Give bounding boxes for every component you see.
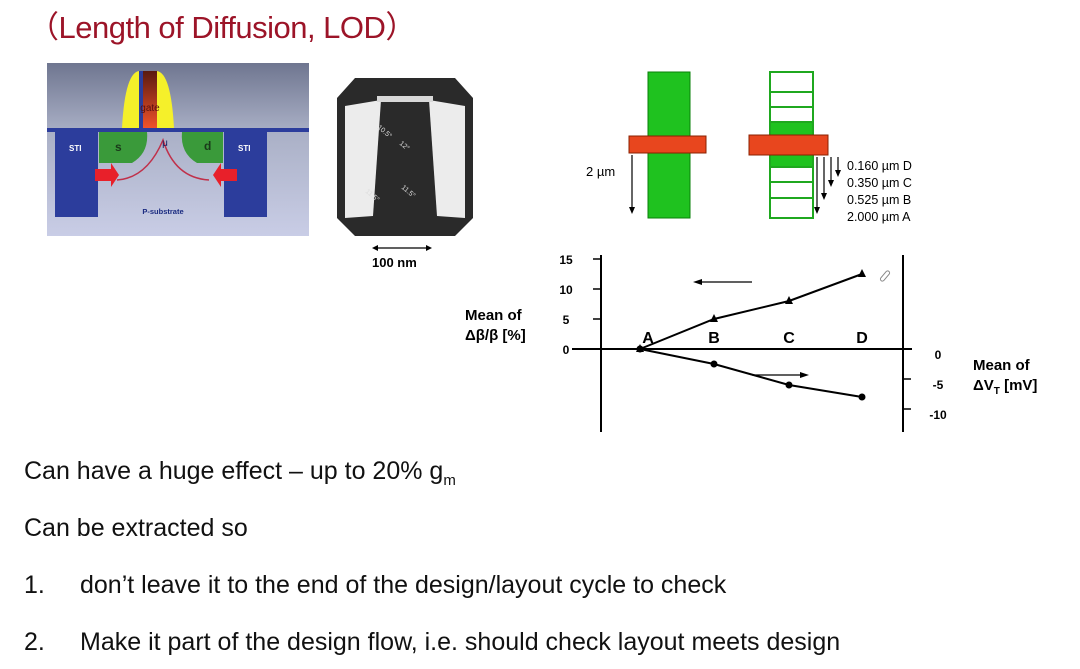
svg-text:2.000 µm A: 2.000 µm A [847,210,911,224]
right-axis-label-2: ΔVT [mV] [973,377,1037,397]
scale-bar-label: 100 nm [372,255,417,270]
svg-text:STI: STI [238,144,250,153]
layout-diagram: 2 µm 0.160 µm D 0.350 µm C 0.525 µm B 2.… [586,71,912,224]
stress-arrow-left [95,163,119,187]
stress-arrow-right [213,163,237,187]
data-point-circle [636,345,644,353]
svg-text:μ: μ [162,138,168,149]
list-item-2: 2.Make it part of the design flow, i.e. … [24,628,841,656]
right-axis-label-1: Mean of [973,357,1031,374]
series-line [639,273,863,350]
left-tick-label: 5 [563,313,570,327]
svg-text:0.525 µm B: 0.525 µm B [847,193,911,207]
left-tick-label: 15 [559,253,573,267]
svg-text:d: d [204,139,211,153]
gate-poly-left [628,135,707,154]
scale-bar-arrow [372,245,432,251]
slide-title: （Length of Diffusion, LOD） [28,10,416,45]
list-item-1: 1.don’t leave it to the end of the desig… [24,571,727,599]
svg-text:s: s [115,140,122,154]
tem-image: 10.5° 12° 11.5° 11.5° [337,78,473,236]
right-tick-label: 0 [935,348,942,362]
gate-poly-right [748,134,829,156]
mosfet-cross-section: gate STI STI s d μ P-substrate [47,63,309,236]
svg-text:2 µm: 2 µm [586,164,615,179]
left-axis-label-1: Mean of [465,307,523,324]
right-tick-label: -5 [933,378,944,392]
bullet-line-1: Can have a huge effect – up to 20% gm [24,457,456,489]
left-tick-label: 10 [559,283,573,297]
data-point-triangle [710,314,718,322]
gate-block [143,71,157,128]
bullet-line-2: Can be extracted so [24,514,248,542]
category-label: B [708,330,720,347]
pencil-icon [879,270,891,282]
svg-text:P-substrate: P-substrate [142,207,183,216]
data-point-circle [858,393,866,401]
category-label: D [856,330,868,347]
category-label: A [642,330,654,347]
data-point-triangle [785,296,793,304]
right-tick-label: -10 [929,408,947,422]
data-point-circle [785,381,793,389]
svg-text:0.350 µm C: 0.350 µm C [847,176,912,190]
sti-left-block [55,129,98,217]
svg-text:STI: STI [69,144,81,153]
left-tick-label: 0 [563,343,570,357]
svg-text:gate: gate [140,103,160,114]
series-line [639,348,863,398]
lod-chart: 15 10 5 0 0 -5 -10 A B C D Mean of Δβ/β [%] Mean … [465,253,1037,432]
category-label: C [783,330,795,347]
left-axis-label-2: Δβ/β [%] [465,327,526,344]
data-point-circle [710,360,718,368]
svg-text:0.160 µm D: 0.160 µm D [847,159,912,173]
data-point-triangle [858,269,866,277]
